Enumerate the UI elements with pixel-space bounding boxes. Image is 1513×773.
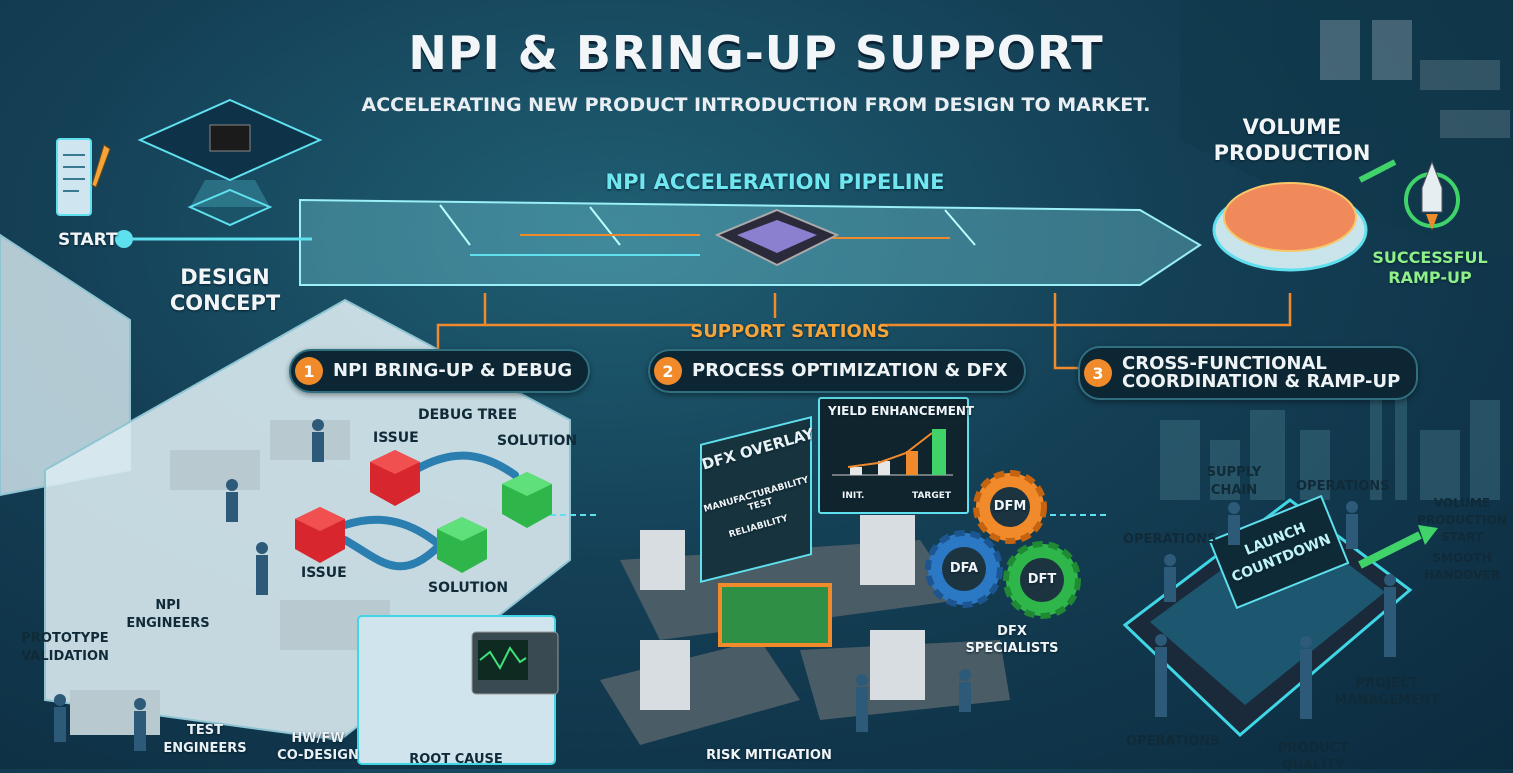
gear-icon-dfa bbox=[925, 530, 1003, 608]
station-1-pill: 1 NPI BRING-UP & DEBUG bbox=[289, 349, 591, 393]
smooth-handover-line2: HANDOVER bbox=[1424, 568, 1500, 582]
hwfw-codesign-line2: CO-DESIGN bbox=[277, 748, 359, 763]
station-1-title: NPI BRING-UP & DEBUG bbox=[333, 360, 573, 381]
smooth-handover-line1: SMOOTH bbox=[1432, 551, 1492, 565]
yield-bars bbox=[832, 429, 953, 476]
station-2-pill: 2 PROCESS OPTIMIZATION & DFX bbox=[648, 349, 1026, 393]
support-stations-label: SUPPORT STATIONS bbox=[690, 321, 890, 342]
gear-icon-dft bbox=[1003, 541, 1081, 619]
product-quality-line1: PRODUCT bbox=[1277, 741, 1349, 756]
dfx-specialists-line2: SPECIALISTS bbox=[965, 641, 1059, 656]
volume-production-line1: VOLUME bbox=[1242, 115, 1342, 139]
start-label: START bbox=[58, 230, 118, 250]
solution-label-bottom: SOLUTION bbox=[428, 580, 509, 596]
volume-production-start-line2: PRODUCTION bbox=[1417, 513, 1507, 527]
yield-target-label: TARGET bbox=[912, 491, 952, 501]
project-management-line1: PROJECT bbox=[1355, 676, 1419, 691]
npi-engineers-line1: NPI bbox=[155, 598, 181, 613]
test-engineers-line1: TEST bbox=[187, 723, 223, 738]
volume-production-line2: PRODUCTION bbox=[1213, 141, 1371, 165]
operations-label-left: OPERATIONS bbox=[1123, 532, 1217, 547]
issue-label-top: ISSUE bbox=[373, 430, 419, 446]
gear-dft-label: DFT bbox=[1027, 572, 1057, 587]
document-icon bbox=[56, 138, 92, 216]
volume-production-start-line1: VOLUME bbox=[1433, 496, 1491, 510]
operations-label-bottom: OPERATIONS bbox=[1126, 734, 1220, 749]
successful-ramp-up-line2: RAMP-UP bbox=[1388, 268, 1472, 287]
yield-enhancement-title: YIELD ENHANCEMENT bbox=[828, 404, 975, 418]
dfx-specialists-line1: DFX bbox=[997, 624, 1027, 639]
rocket-icon bbox=[1404, 160, 1460, 230]
test-engineers-line2: ENGINEERS bbox=[163, 741, 247, 756]
station-2-number: 2 bbox=[654, 357, 682, 385]
gear-dfm-label: DFM bbox=[993, 499, 1027, 514]
station-3-title-line2: COORDINATION & RAMP-UP bbox=[1122, 371, 1401, 392]
debug-tree-arrows bbox=[341, 451, 519, 571]
debug-tree-label: DEBUG TREE bbox=[418, 407, 518, 423]
issue-cube-top bbox=[370, 450, 420, 506]
project-management-line2: MANAGEMENT bbox=[1334, 693, 1440, 708]
prototype-validation-line2: VALIDATION bbox=[21, 649, 109, 664]
solution-cube-top bbox=[502, 472, 552, 528]
station-2-title: PROCESS OPTIMIZATION & DFX bbox=[692, 360, 1008, 381]
gear-dfa-label: DFA bbox=[949, 561, 979, 576]
design-concept-line2: CONCEPT bbox=[169, 291, 281, 315]
npi-engineers-line2: ENGINEERS bbox=[126, 616, 210, 631]
supply-chain-line1: SUPPLY bbox=[1206, 465, 1262, 480]
supply-chain-line2: CHAIN bbox=[1210, 483, 1258, 498]
issue-label-bottom: ISSUE bbox=[301, 565, 347, 581]
station-3-pill: 3 CROSS-FUNCTIONAL COORDINATION & RAMP-U… bbox=[1078, 346, 1419, 400]
support-station-lines bbox=[436, 293, 1292, 370]
volume-production-start-line3: START bbox=[1440, 530, 1484, 544]
station-3-title-block: CROSS-FUNCTIONAL COORDINATION & RAMP-UP bbox=[1122, 355, 1400, 391]
successful-ramp-up-line1: SUCCESSFUL bbox=[1372, 248, 1488, 267]
solution-label-top: SOLUTION bbox=[497, 433, 578, 449]
yield-init-label: INIT. bbox=[842, 491, 865, 501]
pipeline-chip-icon bbox=[714, 208, 840, 267]
station-3-title: CROSS-FUNCTIONAL bbox=[1122, 353, 1327, 374]
station-3-number: 3 bbox=[1084, 359, 1112, 387]
yield-enhancement-panel: YIELD ENHANCEMENT INIT. TARGET bbox=[818, 397, 974, 514]
product-quality-line2: QUALITY bbox=[1281, 758, 1345, 773]
oscilloscope-icon bbox=[471, 631, 559, 695]
risk-mitigation-label: RISK MITIGATION bbox=[706, 748, 832, 763]
station-1-number: 1 bbox=[295, 357, 323, 385]
city-skyline bbox=[1160, 380, 1500, 500]
design-concept-line1: DESIGN bbox=[180, 265, 270, 289]
page-subtitle: ACCELERATING NEW PRODUCT INTRODUCTION FR… bbox=[361, 94, 1151, 116]
pipeline-label: NPI ACCELERATION PIPELINE bbox=[605, 170, 945, 194]
pencil-icon bbox=[91, 144, 111, 188]
issue-cube-bottom bbox=[295, 507, 345, 563]
wafer-icon bbox=[1212, 182, 1368, 272]
operations-label-top: OPERATIONS bbox=[1296, 479, 1390, 494]
solution-cube-bottom bbox=[437, 517, 487, 573]
prototype-validation-line1: PROTOTYPE bbox=[21, 631, 109, 646]
page-title: NPI & BRING-UP SUPPORT bbox=[408, 26, 1104, 80]
chip-icon bbox=[137, 98, 323, 227]
gear-icon-dfm bbox=[973, 470, 1047, 544]
root-cause-label: ROOT CAUSE bbox=[409, 752, 503, 767]
hwfw-codesign-line1: HW/FW bbox=[291, 731, 345, 746]
